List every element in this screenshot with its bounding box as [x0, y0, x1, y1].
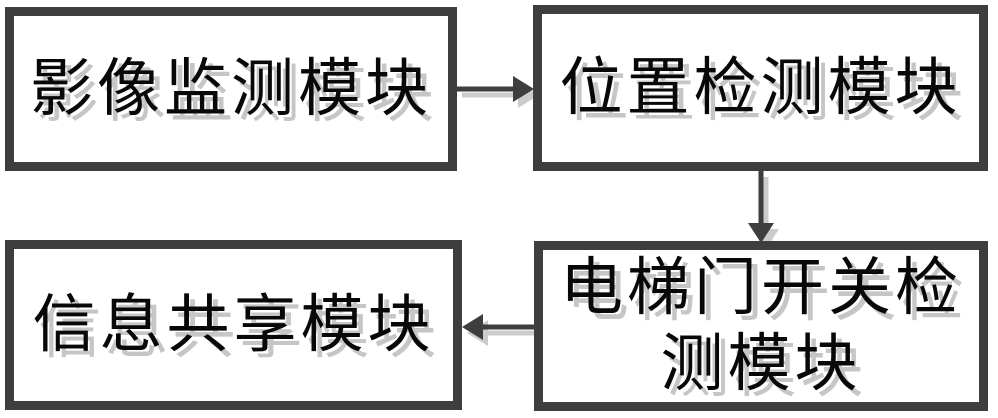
node-image-monitoring-module: 影像监测模块: [5, 7, 457, 171]
node-label: 信息共享模块: [32, 290, 435, 360]
node-label-line-2: 测模块: [660, 329, 862, 399]
node-position-detection-module: 位置检测模块: [533, 5, 988, 171]
arrow-door-detection-to-info-sharing: [462, 314, 534, 340]
node-elevator-door-switch-detection-module: 电梯门开关检 测模块: [534, 241, 988, 411]
node-label-line-1: 电梯门开关检: [560, 253, 962, 323]
node-label: 位置检测模块: [559, 53, 962, 123]
node-label: 影像监测模块: [30, 54, 432, 124]
arrow-image-to-position: [457, 76, 534, 102]
arrow-position-to-door-detection: [748, 171, 774, 243]
node-information-sharing-module: 信息共享模块: [5, 240, 462, 410]
